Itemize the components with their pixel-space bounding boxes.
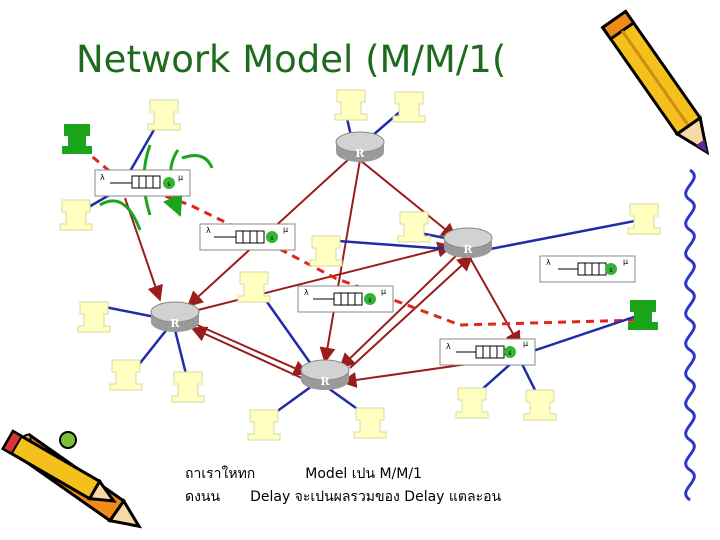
svg-text:λ: λ (100, 173, 105, 182)
host-computer (334, 89, 368, 121)
svg-text:λ: λ (304, 288, 309, 297)
host-computer (455, 387, 489, 419)
queue-4: λ s μ (539, 255, 636, 283)
host-computer (392, 91, 426, 123)
active-hosts (62, 124, 658, 330)
host-computer (397, 211, 431, 243)
decorative-squiggle (684, 168, 696, 502)
svg-text:s: s (270, 235, 273, 242)
svg-text:μ: μ (178, 173, 183, 182)
pencil-icon (600, 9, 710, 156)
link-r4-r3 (190, 326, 307, 381)
caption-text: ถาเราใหทก (185, 466, 256, 482)
host-computer (309, 235, 343, 267)
queue-2: λ s μ (199, 223, 296, 251)
page-title: Network Model (M/M/1( (76, 38, 507, 81)
destination-host (628, 300, 658, 330)
caption-line-1: ถาเราใหทก Model เปน M/M/1 (185, 463, 422, 485)
link-r3-r4 (194, 323, 310, 376)
svg-text:s: s (167, 181, 170, 188)
queue-3: λ s μ (297, 285, 394, 313)
pencils-icon (0, 429, 143, 529)
svg-text:s: s (508, 350, 511, 357)
host-computer (627, 203, 661, 235)
queue-5: λ s μ (439, 338, 536, 366)
router-label: R (170, 317, 180, 330)
host-computer (237, 271, 271, 303)
router-3: R (150, 301, 200, 332)
host-computer (59, 199, 93, 231)
link-r3-r2 (189, 241, 454, 313)
queue-1: λ s μ (94, 169, 191, 197)
svg-text:μ: μ (523, 339, 528, 348)
host-computer (353, 407, 387, 439)
source-host (62, 124, 92, 154)
svg-text:λ: λ (206, 226, 211, 235)
hosts (59, 89, 661, 441)
router-1: R (335, 131, 385, 162)
link-r1-r2 (349, 151, 458, 240)
host-computer (147, 99, 181, 131)
host-computer (171, 371, 205, 403)
svg-text:λ: λ (546, 258, 551, 267)
svg-text:μ: μ (283, 225, 288, 234)
routers: R R R R (150, 131, 493, 390)
host-computer (77, 301, 111, 333)
queues: λ s μ λ s μ λ s μ (94, 169, 636, 366)
router-label: R (320, 375, 330, 388)
svg-text:μ: μ (381, 287, 386, 296)
svg-text:s: s (368, 297, 371, 304)
caption-line-2: ดงนน Delay จะเปนผลรวมของ Delay แตละอน (185, 486, 501, 508)
router-4: R (300, 359, 350, 390)
host-computer (523, 389, 557, 421)
svg-text:μ: μ (623, 257, 628, 266)
router-label: R (463, 243, 473, 256)
link-r4-r2 (349, 254, 474, 369)
caption-text: ดงนน (185, 489, 221, 505)
link-r2-r4 (338, 251, 461, 370)
host-computer (247, 409, 281, 441)
link-h-r3 (124, 197, 163, 302)
svg-text:s: s (609, 267, 612, 274)
router-2: R (443, 227, 493, 258)
svg-text:λ: λ (446, 342, 451, 351)
caption-text: Model เปน M/M/1 (305, 466, 422, 482)
caption-text: Delay จะเปนผลรวมของ Delay แตละอน (250, 489, 502, 505)
router-label: R (355, 147, 365, 160)
host-computer (109, 359, 143, 391)
link-r2-r5 (469, 257, 521, 348)
